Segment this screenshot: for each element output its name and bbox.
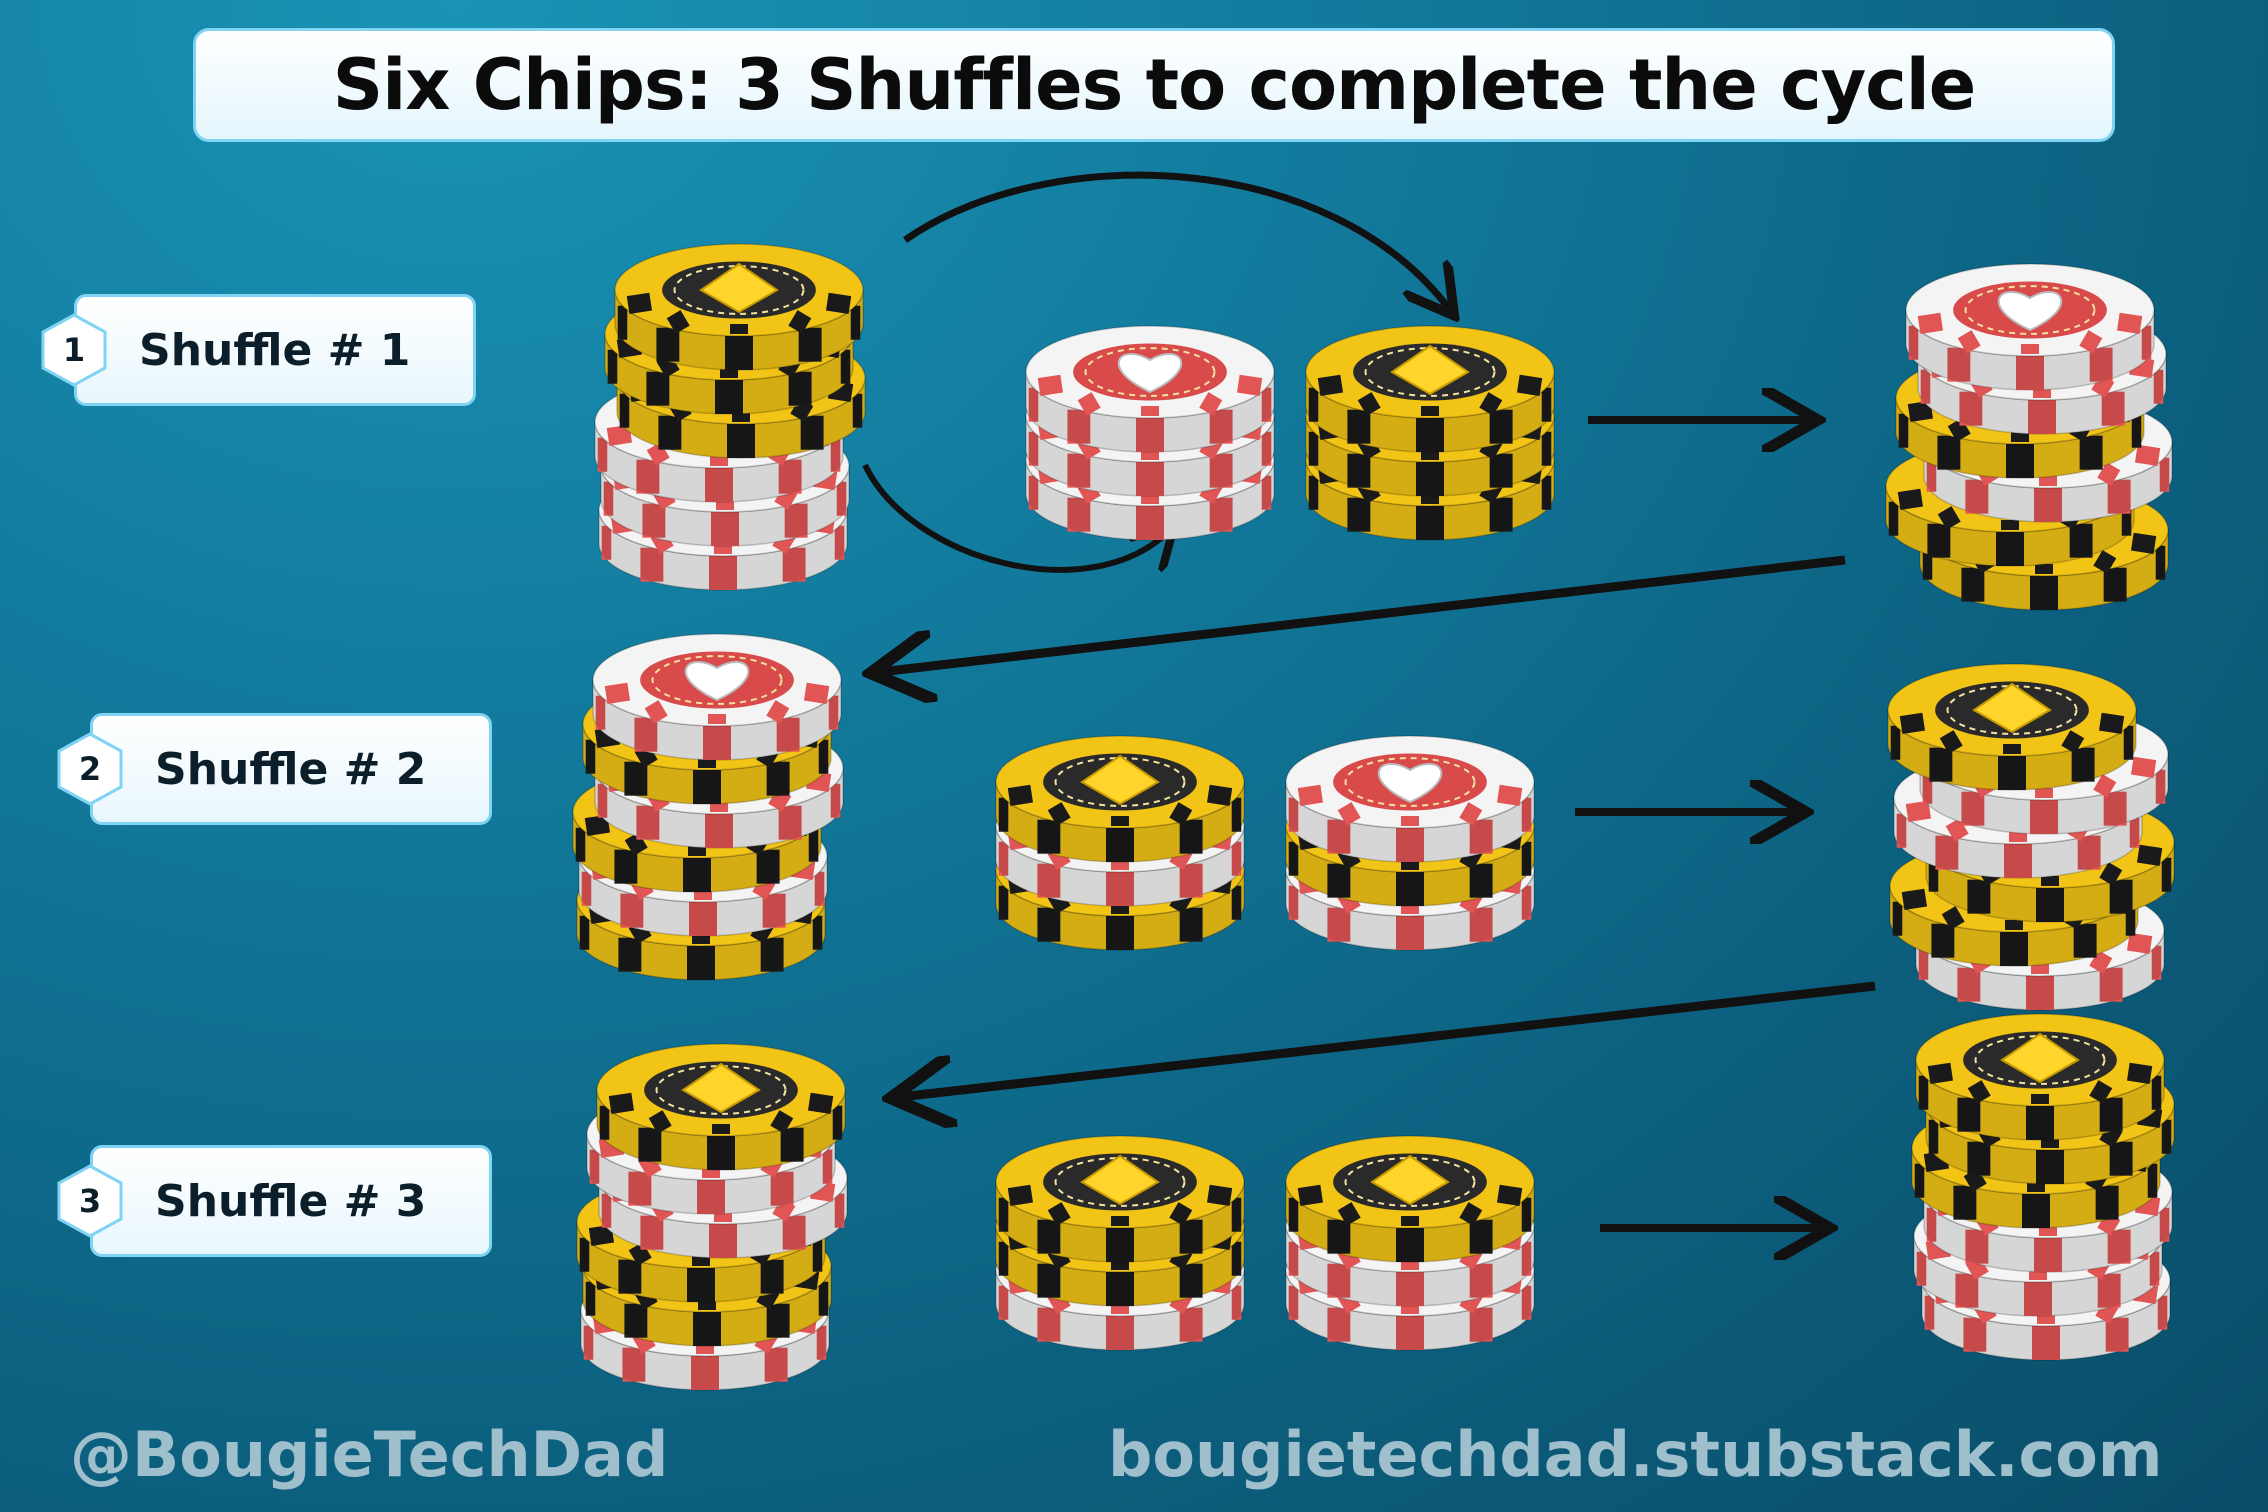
heart-icon bbox=[1997, 291, 2063, 332]
diamond-icon bbox=[1080, 754, 1160, 806]
result-stack-2 bbox=[1887, 663, 2175, 1011]
heart-chip bbox=[592, 633, 842, 761]
step-number: 1 bbox=[62, 331, 86, 369]
diamond-icon bbox=[1370, 1154, 1450, 1206]
diamond-chip bbox=[1285, 1135, 1535, 1263]
heart-chip bbox=[1025, 325, 1275, 453]
arrows-layer bbox=[862, 171, 1876, 1228]
diamond-icon bbox=[681, 1062, 761, 1114]
step-badge-2: 2 bbox=[51, 730, 129, 808]
step-number: 2 bbox=[78, 750, 102, 788]
chips-layer bbox=[572, 243, 2175, 1391]
right-split-stack-1 bbox=[1305, 325, 1555, 541]
result-stack-3 bbox=[1911, 1013, 2175, 1361]
diamond-icon bbox=[1972, 682, 2052, 734]
shuffle-label-3: 3 Shuffle # 3 bbox=[57, 1145, 492, 1257]
right-split-stack-3 bbox=[1285, 1135, 1535, 1351]
heart-icon bbox=[684, 661, 750, 702]
return-arrow-1 bbox=[880, 555, 1846, 672]
right-split-stack-2 bbox=[1285, 735, 1535, 951]
diamond-chip bbox=[596, 1043, 846, 1171]
step-number: 3 bbox=[78, 1182, 102, 1220]
diamond-chip bbox=[995, 1135, 1245, 1263]
title-banner: Six Chips: 3 Shuffles to complete the cy… bbox=[193, 28, 2115, 142]
diamond-chip bbox=[1887, 663, 2137, 791]
start-stack-2 bbox=[572, 633, 844, 981]
left-split-stack-2 bbox=[995, 735, 1245, 951]
split-arrow-top bbox=[903, 171, 1450, 310]
heart-chip bbox=[1905, 263, 2155, 391]
diamond-chip bbox=[1305, 325, 1555, 453]
shuffle-label-2: 2 Shuffle # 2 bbox=[57, 713, 492, 825]
left-split-stack-3 bbox=[995, 1135, 1245, 1351]
step-badge-3: 3 bbox=[51, 1162, 129, 1240]
shuffle-label-text: Shuffle # 2 bbox=[155, 743, 427, 795]
diamond-icon bbox=[1390, 344, 1470, 396]
diamond-chip bbox=[995, 735, 1245, 863]
page-title: Six Chips: 3 Shuffles to complete the cy… bbox=[332, 44, 1976, 126]
split-arrow-bottom bbox=[862, 463, 1170, 573]
shuffle-label-text: Shuffle # 1 bbox=[139, 324, 411, 376]
result-stack-1 bbox=[1885, 263, 2173, 611]
heart-chip bbox=[1285, 735, 1535, 863]
footer-site: bougietechdad.stubstack.com bbox=[1108, 1418, 2163, 1491]
shuffle-label-text: Shuffle # 3 bbox=[155, 1175, 427, 1227]
diamond-icon bbox=[699, 262, 779, 314]
diamond-chip bbox=[1915, 1013, 2165, 1141]
step-badge-1: 1 bbox=[35, 311, 113, 389]
start-stack-1 bbox=[594, 243, 866, 591]
shuffle-label-1: 1 Shuffle # 1 bbox=[41, 294, 476, 406]
diamond-icon bbox=[2000, 1032, 2080, 1084]
diamond-icon bbox=[1080, 1154, 1160, 1206]
left-split-stack-1 bbox=[1025, 325, 1275, 541]
diamond-chip bbox=[614, 243, 864, 371]
start-stack-3 bbox=[576, 1043, 848, 1391]
return-arrow-2 bbox=[900, 981, 1876, 1097]
heart-icon bbox=[1377, 763, 1443, 804]
footer-handle: @BougieTechDad bbox=[70, 1418, 669, 1491]
heart-icon bbox=[1117, 353, 1183, 394]
